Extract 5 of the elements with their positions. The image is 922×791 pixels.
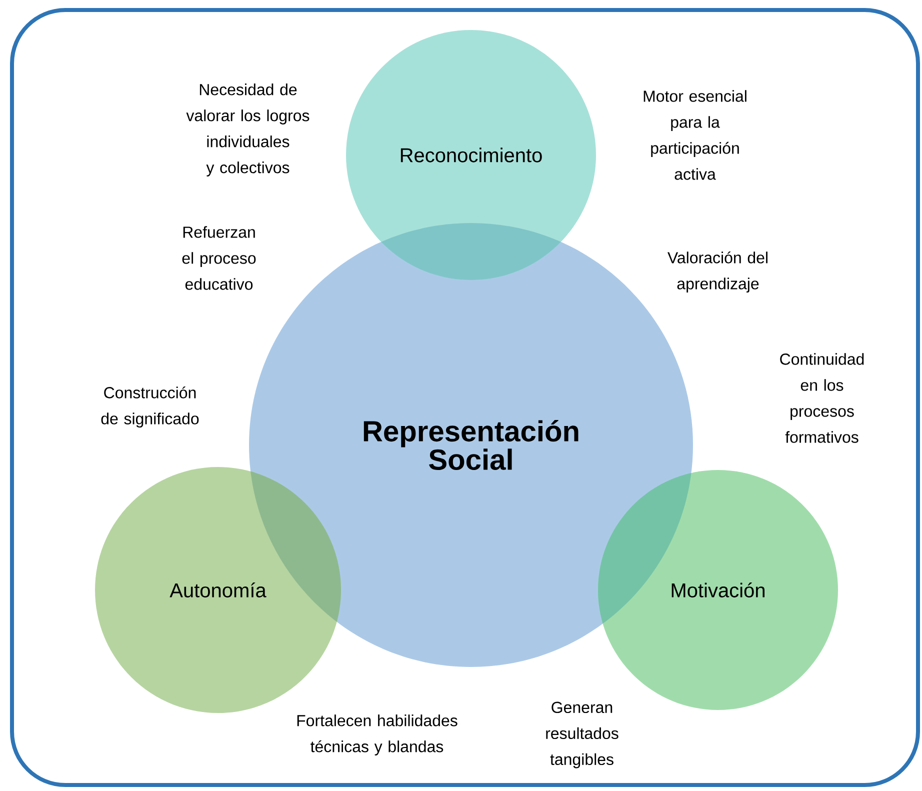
annotation-text: Construcción de significado [101,386,199,428]
annotation-text: Fortalecen habilidades técnicas y blandas [297,714,458,756]
annotation-text: Motor esencial para la participación activa [644,90,746,180]
annotation-text: Necesidad de valorar los logros individuales y colectivos [186,84,310,176]
annotation-text: Continuidad en los procesos formativos [780,353,864,443]
